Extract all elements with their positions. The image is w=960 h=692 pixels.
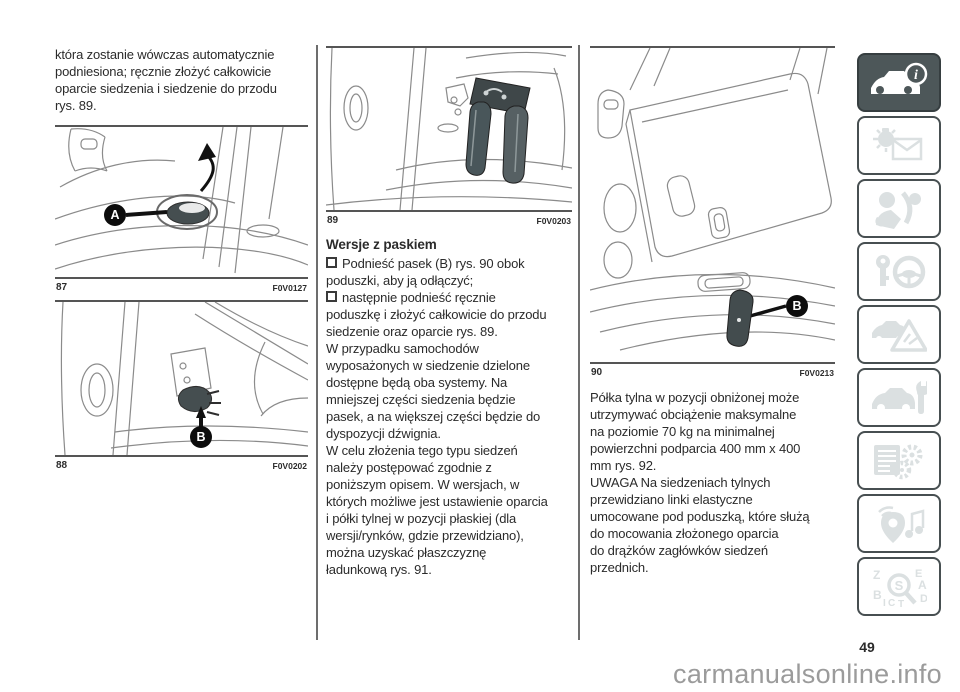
- left-column: która zostanie wówczas automatycznie pod…: [55, 46, 308, 474]
- callout-b-badge: B: [190, 426, 212, 448]
- figure-number: 89: [327, 215, 339, 226]
- page-number: 49: [859, 639, 875, 655]
- svg-text:D: D: [920, 593, 927, 605]
- svg-text:A: A: [918, 578, 927, 592]
- bullet-item: następnie podnieść ręcznie poduszkę i zł…: [326, 290, 547, 339]
- tab-servicing: [857, 368, 941, 427]
- seat-strap-drawing: [326, 48, 572, 210]
- section-heading: Wersje z paskiem: [326, 237, 437, 252]
- figure-89: 89 F0V0203: [326, 46, 572, 229]
- figure-87-caption: 87 F0V0127: [55, 277, 308, 296]
- svg-text:Z: Z: [873, 568, 880, 582]
- svg-text:S: S: [895, 578, 904, 593]
- middle-column: 89 F0V0203 Wersje z paskiem Podnieść pas…: [326, 46, 572, 578]
- seat-lever-drawing: [55, 127, 308, 274]
- door-lever-drawing: [60, 302, 308, 455]
- column-divider: [316, 45, 318, 640]
- figure-code: F0V0127: [272, 282, 308, 293]
- figure-number: 90: [591, 367, 603, 378]
- tab-getting-to-know-car: i: [857, 53, 941, 112]
- figure-number: 87: [56, 282, 68, 293]
- figure-code: F0V0203: [536, 215, 572, 226]
- bullet-item: Podnieść pasek (B) rys. 90 obok poduszki…: [326, 256, 525, 288]
- tab-multimedia: [857, 494, 941, 553]
- callout-a-badge: A: [104, 204, 126, 226]
- folded-seat-drawing: [590, 48, 835, 351]
- car-service-icon: [872, 380, 927, 414]
- body-paragraph: W przypadku samochodów wyposażonych w si…: [326, 341, 541, 441]
- emergency-triangle-icon: [872, 318, 927, 352]
- warning-lights-icon: [873, 127, 923, 160]
- body-paragraph: UWAGA Na siedzeniach tylnych przewidzian…: [590, 475, 810, 575]
- car-info-icon: i: [871, 62, 928, 94]
- tab-safety: [857, 179, 941, 238]
- column-divider: [578, 45, 580, 640]
- figure-88-illustration: B: [55, 302, 308, 455]
- tab-starting-driving: [857, 242, 941, 301]
- watermark-text: carmanualsonline.info: [673, 659, 942, 689]
- multimedia-icon: [878, 505, 925, 543]
- body-paragraph: W celu złożenia tego typu siedzeń należy…: [326, 443, 548, 577]
- technical-data-icon: [874, 444, 923, 479]
- tab-technical-data: [857, 431, 941, 490]
- figure-87-illustration: A: [55, 127, 308, 277]
- chapter-tab-strip: i: [857, 53, 941, 620]
- figure-88: B 88 F0V0202: [55, 300, 308, 474]
- svg-text:C: C: [888, 598, 895, 607]
- figure-90: B 90 F0V0213: [590, 46, 835, 381]
- figure-88-caption: 88 F0V0202: [55, 455, 308, 474]
- intro-paragraph: która zostanie wówczas automatycznie pod…: [55, 47, 277, 113]
- figure-90-caption: 90 F0V0213: [590, 362, 835, 381]
- svg-text:T: T: [898, 599, 904, 607]
- key-steering-icon: [876, 254, 926, 288]
- svg-text:B: B: [873, 588, 882, 602]
- figure-89-illustration: [326, 48, 572, 210]
- figure-number: 88: [56, 460, 68, 471]
- figure-89-caption: 89 F0V0203: [326, 210, 572, 229]
- bullet-square-icon: [326, 257, 337, 268]
- safety-airbag-icon: [875, 190, 921, 229]
- figure-90-illustration: B: [590, 48, 835, 362]
- svg-text:I: I: [883, 598, 886, 607]
- svg-text:i: i: [914, 68, 918, 83]
- tab-warning-lights: [857, 116, 941, 175]
- body-paragraph: Półka tylna w pozycji obniżonej może utr…: [590, 390, 801, 473]
- figure-code: F0V0202: [272, 460, 308, 471]
- figure-code: F0V0213: [799, 367, 835, 378]
- tab-emergency: [857, 305, 941, 364]
- right-column: B 90 F0V0213 Półka tylna w pozycji obniż…: [590, 46, 835, 576]
- bullet-square-icon: [326, 291, 337, 302]
- svg-text:E: E: [915, 568, 922, 580]
- figure-87: A 87 F0V0127: [55, 125, 308, 296]
- callout-b-badge: B: [786, 295, 808, 317]
